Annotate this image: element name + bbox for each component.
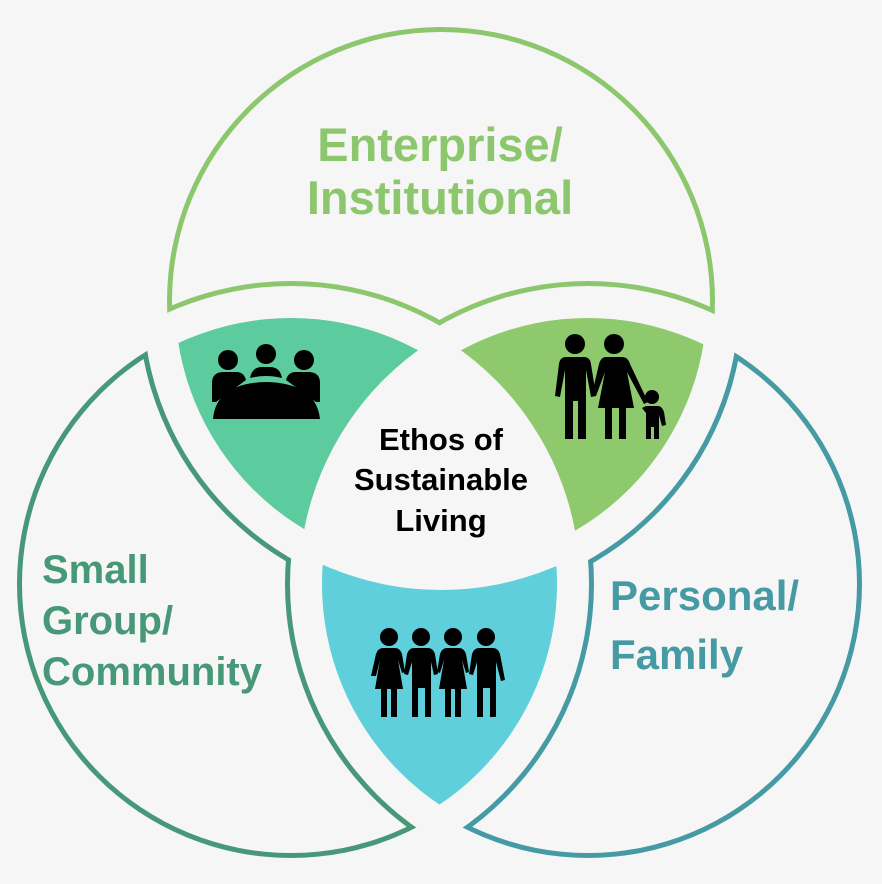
- enterprise-label-line1: Enterprise/: [317, 118, 563, 171]
- family-icon: [555, 334, 666, 439]
- community-label: Small Group/ Community: [42, 545, 262, 697]
- enterprise-label-line2: Institutional: [306, 171, 574, 225]
- personal-label-line2: Family: [610, 630, 744, 678]
- personal-label-line1: Personal/: [610, 572, 800, 619]
- center-label-line3: Living: [395, 502, 487, 538]
- community-label-line2: Group/: [42, 598, 174, 643]
- enterprise-label: Enterprise/ Institutional: [290, 118, 590, 224]
- people-holding-hands-icon: [371, 628, 505, 717]
- personal-label: Personal/ Family: [610, 567, 799, 685]
- community-label-line3: Community: [42, 649, 262, 694]
- center-label-line2: Sustainable: [354, 462, 528, 498]
- center-label: Ethos of Sustainable Living: [300, 420, 582, 541]
- meeting-group-icon: [212, 344, 320, 419]
- center-label-line1: Ethos of: [379, 422, 503, 457]
- community-label-line1: Small: [42, 548, 149, 592]
